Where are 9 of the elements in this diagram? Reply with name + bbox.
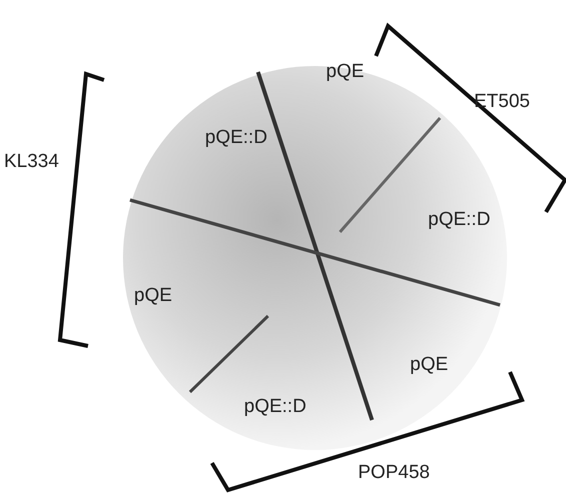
strain-label: pQE xyxy=(134,286,172,305)
strain-label: POP458 xyxy=(358,463,430,482)
strain-label: KL334 xyxy=(4,152,59,171)
strain-label: pQE::D xyxy=(244,397,306,416)
strain-label: pQE::D xyxy=(205,128,268,147)
strain-label: pQE::D xyxy=(428,210,490,229)
strain-label: pQE xyxy=(326,62,364,81)
strain-label: pQE xyxy=(410,355,448,374)
strain-label: ET505 xyxy=(474,92,530,111)
